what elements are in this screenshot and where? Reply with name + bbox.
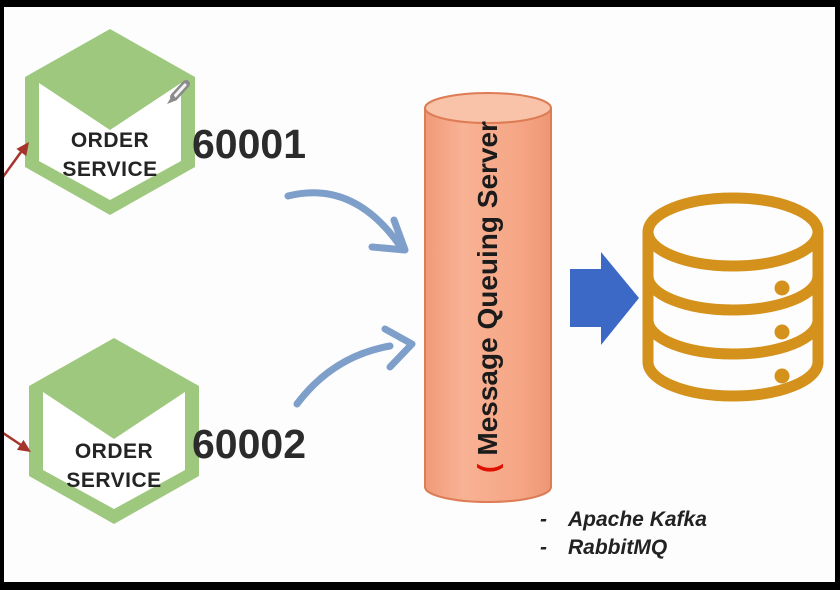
order-service-hexagon-icon: [25, 29, 195, 215]
order-service-label-line2: SERVICE: [66, 469, 162, 492]
queue-implementations-list: - Apache Kafka - RabbitMQ: [540, 506, 707, 562]
cylinder-body: [424, 107, 552, 503]
order-service-label: ORDER SERVICE: [25, 126, 195, 184]
order-service-label: ORDER SERVICE: [29, 437, 199, 495]
hexagon-inner-face: [39, 83, 181, 200]
implementation-label: RabbitMQ: [568, 536, 668, 559]
curved-arrow-icon: [284, 189, 409, 254]
list-item: - RabbitMQ: [540, 534, 707, 562]
order-service-label-line2: SERVICE: [62, 158, 158, 181]
list-item: - Apache Kafka: [540, 506, 707, 534]
implementation-label: Apache Kafka: [568, 508, 707, 531]
bullet-dash: -: [540, 508, 547, 531]
service-port-label: 60002: [192, 421, 307, 467]
order-service-hexagon-icon: [29, 338, 199, 524]
message-queue-cylinder-icon: [424, 92, 552, 503]
order-service-label-line1: ORDER: [74, 440, 154, 463]
service-port-label: 60001: [192, 121, 307, 167]
database-icon: [642, 192, 824, 402]
curved-arrow-icon: [293, 325, 416, 408]
bullet-dash: -: [540, 536, 547, 559]
queue-label-red-paren: (: [472, 463, 503, 473]
message-queuing-server-label: ( Message Queuing Server: [470, 87, 506, 507]
hexagon-inner-face: [43, 392, 185, 509]
order-service-label-line1: ORDER: [70, 129, 150, 152]
red-arrow-icon: [4, 142, 29, 178]
pencil-icon: [167, 80, 190, 104]
queue-label-text: Message Queuing Server: [472, 121, 503, 456]
red-arrow-icon: [4, 432, 31, 452]
block-arrow-icon: [570, 252, 639, 345]
cylinder-top: [424, 92, 552, 124]
